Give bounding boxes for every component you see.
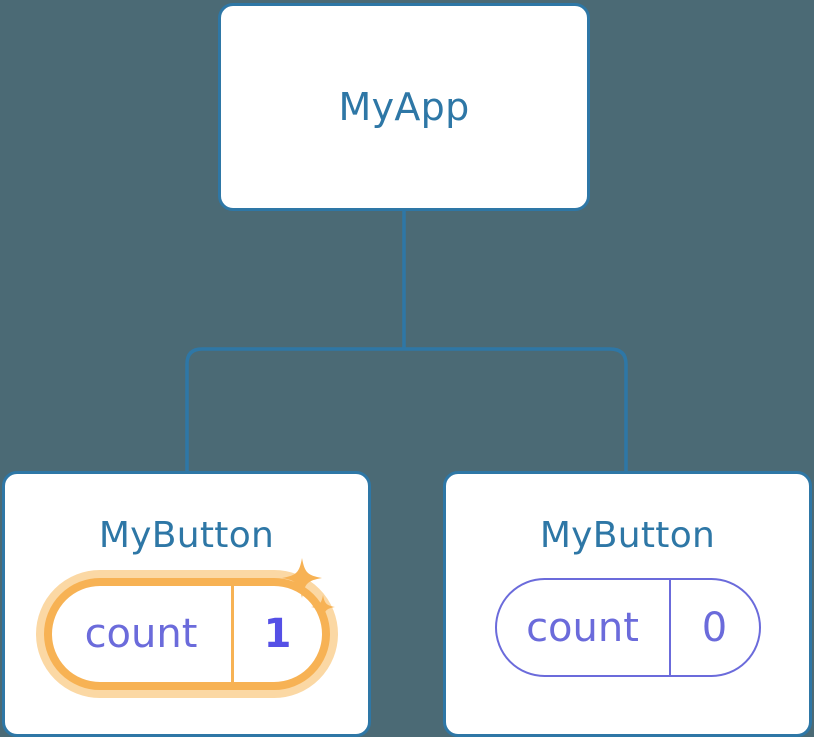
node-title: MyApp [338,85,470,129]
node-mybutton-left[interactable]: MyButton count 1 [2,471,371,737]
state-pill-divider [230,586,234,682]
state-pill[interactable]: count 0 [494,578,761,677]
connector-branch-right [404,347,628,472]
state-value: 0 [701,604,728,651]
node-mybutton-right[interactable]: MyButton count 0 [443,471,812,737]
sparkle-small-icon [310,595,335,619]
state-pill-wrapper: count 1 [35,558,338,698]
connector-branch-left [185,347,404,472]
node-title: MyButton [98,515,275,556]
sparkle-large-icon [281,558,322,598]
state-value: 1 [263,611,292,657]
node-myapp[interactable]: MyApp [218,3,590,211]
state-pill-updated[interactable]: count 1 [43,578,330,690]
sparkles-group [276,552,346,632]
state-pill-divider [668,580,671,675]
node-title: MyButton [539,515,716,556]
state-key: count [526,604,639,651]
state-pill-wrapper: count 0 [494,578,761,677]
state-pill-glow [35,570,338,698]
state-key: count [84,611,198,657]
